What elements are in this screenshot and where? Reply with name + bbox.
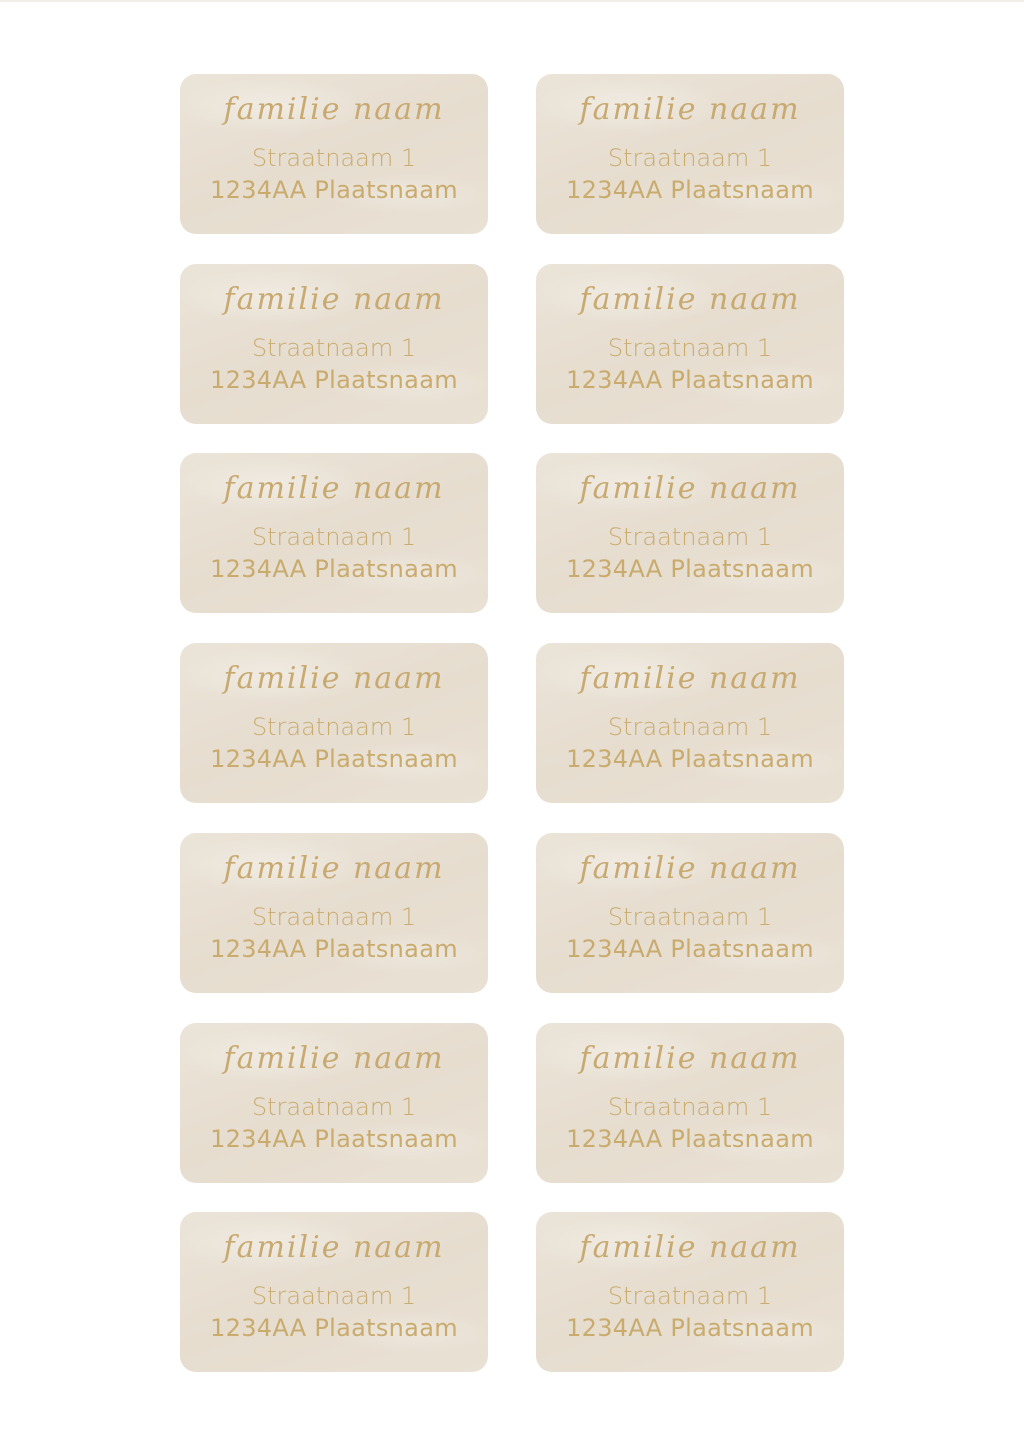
city-line: 1234AA Plaatsnaam [566,366,814,394]
street-line: Straatnaam 1 [607,523,773,551]
family-name: familie naam [223,1041,445,1076]
street-line: Straatnaam 1 [607,334,773,362]
city-line: 1234AA Plaatsnaam [566,745,814,773]
city-line: 1234AA Plaatsnaam [566,1314,814,1342]
city-line: 1234AA Plaatsnaam [210,935,458,963]
city-line: 1234AA Plaatsnaam [210,745,458,773]
city-line: 1234AA Plaatsnaam [210,366,458,394]
family-name: familie naam [223,661,445,696]
family-name: familie naam [579,282,801,317]
family-name: familie naam [579,1041,801,1076]
family-name: familie naam [579,1230,801,1265]
family-name: familie naam [579,92,801,127]
street-line: Straatnaam 1 [251,334,417,362]
city-line: 1234AA Plaatsnaam [566,176,814,204]
street-line: Straatnaam 1 [607,903,773,931]
family-name: familie naam [579,851,801,886]
street-line: Straatnaam 1 [251,903,417,931]
city-line: 1234AA Plaatsnaam [566,1125,814,1153]
family-name: familie naam [223,851,445,886]
family-name: familie naam [223,282,445,317]
city-line: 1234AA Plaatsnaam [566,555,814,583]
family-name: familie naam [579,661,801,696]
street-line: Straatnaam 1 [607,713,773,741]
street-line: Straatnaam 1 [251,1093,417,1121]
city-line: 1234AA Plaatsnaam [566,935,814,963]
street-line: Straatnaam 1 [251,144,417,172]
street-line: Straatnaam 1 [251,1282,417,1310]
city-line: 1234AA Plaatsnaam [210,1125,458,1153]
city-line: 1234AA Plaatsnaam [210,555,458,583]
city-line: 1234AA Plaatsnaam [210,1314,458,1342]
street-line: Straatnaam 1 [251,713,417,741]
street-line: Straatnaam 1 [607,1282,773,1310]
city-line: 1234AA Plaatsnaam [210,176,458,204]
street-line: Straatnaam 1 [607,144,773,172]
street-line: Straatnaam 1 [607,1093,773,1121]
street-line: Straatnaam 1 [251,523,417,551]
family-name: familie naam [223,471,445,506]
family-name: familie naam [223,92,445,127]
family-name: familie naam [223,1230,445,1265]
family-name: familie naam [579,471,801,506]
